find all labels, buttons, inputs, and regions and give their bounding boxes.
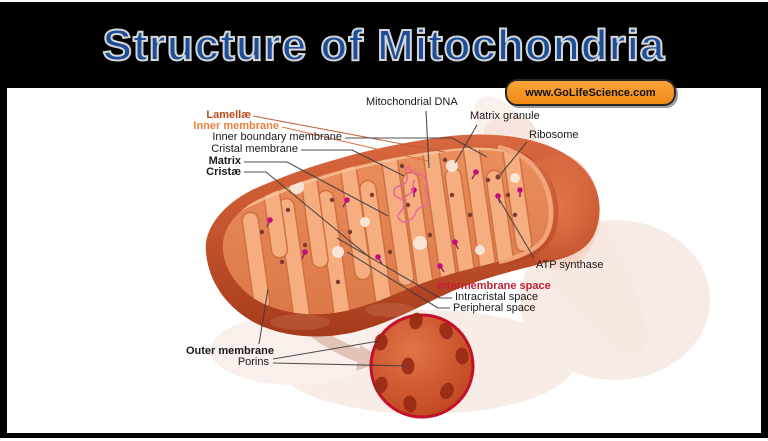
label-atp-synthase: ATP synthase <box>536 259 604 271</box>
website-badge: www.GoLifeScience.com <box>505 79 676 106</box>
label-cristae: Cristæ <box>206 166 241 178</box>
label-intermembrane-space: Intermembrane space <box>437 280 551 292</box>
label-inner-membrane: Inner membrane <box>193 120 279 132</box>
label-mitochondrial-dna: Mitochondrial DNA <box>366 96 458 108</box>
label-peripheral-space: Peripheral space <box>453 302 536 314</box>
label-inner-boundary-membrane: Inner boundary membrane <box>212 131 342 143</box>
top-border-sliver <box>0 0 768 2</box>
label-outer-membrane: Outer membrane <box>185 345 274 357</box>
label-lamellae: Lamellæ <box>206 109 251 121</box>
label-matrix-granule: Matrix granule <box>470 110 540 122</box>
bottom-border-sliver <box>0 438 768 441</box>
label-porins: Porins <box>237 356 269 368</box>
label-intracristal-space: Intracristal space <box>455 291 539 303</box>
label-cristal-membrane: Cristal membrane <box>211 143 298 155</box>
diagram-area <box>7 88 761 433</box>
title-banner: Structure of Mitochondria <box>0 2 768 88</box>
label-matrix: Matrix <box>208 155 241 167</box>
label-ribosome: Ribosome <box>529 129 579 141</box>
page-title: Structure of Mitochondria <box>102 20 666 71</box>
